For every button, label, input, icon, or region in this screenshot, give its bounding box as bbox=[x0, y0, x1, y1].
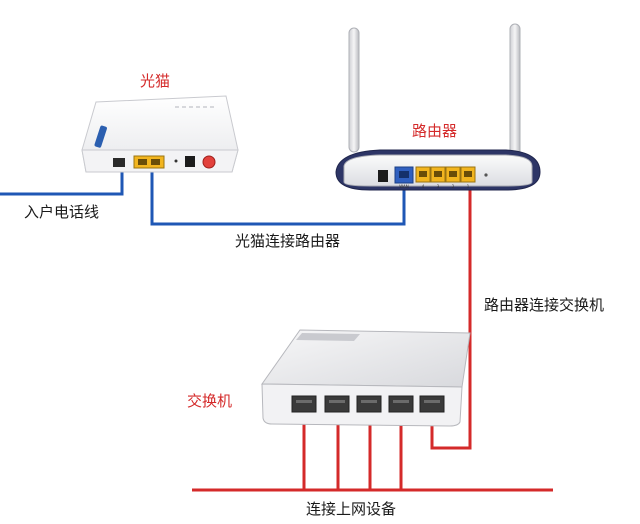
router-lan-number-4: 4 bbox=[422, 184, 425, 189]
switch-device bbox=[261, 329, 471, 427]
modem-label: 光猫 bbox=[140, 72, 171, 90]
phone-line-cable bbox=[0, 168, 124, 196]
modem-power-button bbox=[202, 155, 216, 169]
switch-label: 交换机 bbox=[187, 392, 233, 410]
switch-port-2 bbox=[324, 395, 350, 413]
switch-brand-strip bbox=[296, 333, 360, 341]
modem-router-cable-label: 光猫连接路由器 bbox=[235, 232, 341, 250]
router-lan-number-1: 1 bbox=[467, 184, 470, 189]
router-power-socket bbox=[378, 170, 388, 182]
switch-port-4 bbox=[388, 395, 414, 413]
router-antenna-right bbox=[509, 23, 521, 165]
modem-router-cable bbox=[150, 168, 406, 226]
modem-phone-port bbox=[113, 158, 125, 167]
switch-ports bbox=[291, 395, 445, 413]
router-lan-number-3: 3 bbox=[437, 184, 440, 189]
router-antenna-left bbox=[348, 27, 360, 153]
router-label: 路由器 bbox=[412, 122, 458, 140]
switch-port-1 bbox=[291, 395, 317, 413]
router-lan-number-2: 2 bbox=[452, 184, 455, 189]
modem-power-socket bbox=[185, 156, 195, 167]
router-wan-port-text: WAN bbox=[399, 184, 408, 189]
phone-line-label: 入户电话线 bbox=[24, 203, 100, 221]
devices-label: 连接上网设备 bbox=[306, 500, 397, 518]
switch-port-5 bbox=[419, 395, 445, 413]
switch-port-3 bbox=[356, 395, 382, 413]
modem-brand-logo bbox=[94, 125, 107, 148]
modem-device bbox=[81, 95, 239, 173]
router-lan-ports bbox=[415, 166, 476, 183]
router-switch-cable-label: 路由器连接交换机 bbox=[484, 296, 605, 314]
router-device: WAN 4 3 2 1 bbox=[335, 23, 541, 191]
router-switch-cable bbox=[430, 184, 472, 450]
